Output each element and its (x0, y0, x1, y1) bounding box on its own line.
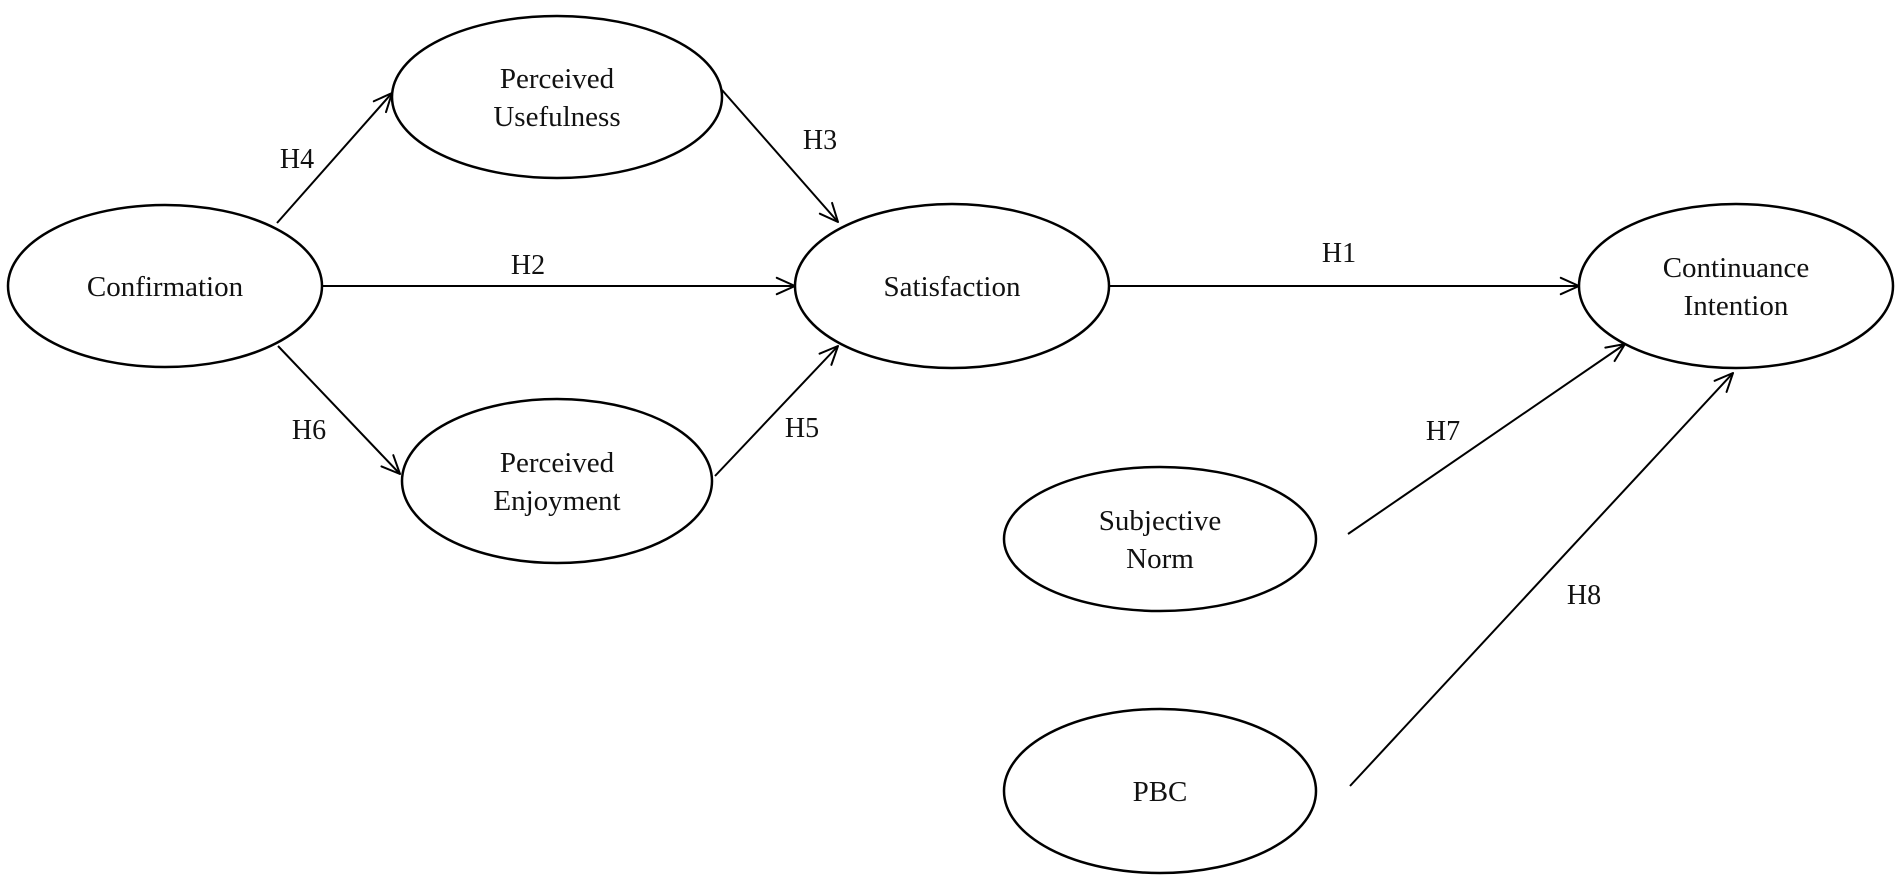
edge-line-h5 (714, 345, 839, 477)
node-label-subjective-norm-line-2: Norm (1126, 543, 1194, 575)
edge-line-h6 (277, 345, 401, 475)
edge-label-h5: H5 (785, 413, 819, 444)
edge-line-h4 (276, 92, 393, 224)
node-ellipse-confirmation (6, 203, 324, 369)
node-confirmation: Confirmation (6, 203, 324, 369)
edge-label-h8: H8 (1567, 580, 1601, 611)
node-label-perceived-usefulness-line-1: Perceived (500, 63, 615, 95)
nodes-layer: ConfirmationPerceivedUsefulnessPerceived… (6, 14, 1895, 875)
node-label-perceived-enjoyment-line-2: Enjoyment (493, 485, 620, 517)
arrowhead-icon (818, 345, 839, 366)
arrowhead-icon (380, 454, 401, 475)
edge-line-h3 (721, 89, 839, 223)
edge-h1 (1109, 276, 1580, 296)
edge-label-h6: H6 (292, 415, 326, 446)
node-label-satisfaction-line-1: Satisfaction (884, 271, 1021, 303)
edge-line-h8 (1349, 372, 1734, 787)
edge-label-h1: H1 (1322, 238, 1356, 269)
edges-layer (276, 89, 1734, 787)
node-satisfaction: Satisfaction (793, 202, 1111, 370)
edge-label-h4: H4 (280, 144, 314, 175)
edge-label-h3: H3 (803, 125, 837, 156)
node-pbc: PBC (1002, 707, 1318, 875)
node-ellipse-continuance-intention (1577, 202, 1895, 370)
edge-h3 (721, 89, 839, 223)
node-label-continuance-intention-line-1: Continuance (1663, 252, 1810, 284)
arrowhead-icon (1713, 372, 1734, 393)
edge-h5 (714, 345, 839, 477)
edge-label-h2: H2 (511, 250, 545, 281)
node-ellipse-pbc (1002, 707, 1318, 875)
node-label-confirmation-line-1: Confirmation (87, 271, 244, 303)
node-label-continuance-intention-line-2: Intention (1684, 290, 1789, 322)
edge-h2 (322, 276, 796, 296)
node-ellipse-satisfaction (793, 202, 1111, 370)
edge-h7 (1347, 343, 1626, 535)
node-label-perceived-usefulness-line-2: Usefulness (493, 101, 620, 133)
node-ellipse-perceived-enjoyment (400, 397, 714, 565)
arrowhead-icon (818, 201, 839, 223)
edge-label-h7: H7 (1426, 416, 1460, 447)
node-label-perceived-enjoyment-line-1: Perceived (500, 447, 615, 479)
edge-line-h7 (1347, 343, 1626, 535)
edge-h6 (277, 345, 401, 475)
node-ellipse-subjective-norm (1002, 465, 1318, 613)
node-ellipse-perceived-usefulness (390, 14, 724, 180)
node-label-subjective-norm-line-1: Subjective (1099, 505, 1221, 537)
edge-h8 (1349, 372, 1734, 787)
node-label-pbc-line-1: PBC (1133, 776, 1188, 808)
